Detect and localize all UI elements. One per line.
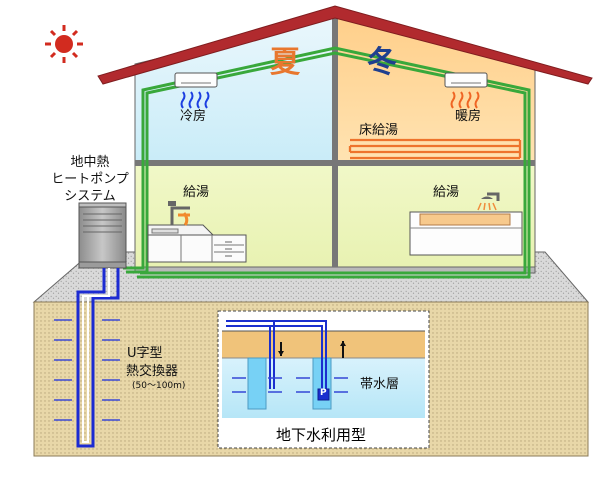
u-exchanger-line-2: 熱交換器 [126, 364, 179, 379]
floor-heating-label: 床給湯 [359, 123, 399, 138]
groundwater-type-label: 地下水利用型 [276, 426, 367, 444]
green-circulation-pipe [123, 46, 531, 279]
pump-mark: P [320, 388, 327, 398]
hot-water-right-label: 給湯 [433, 185, 460, 200]
heat-pump-unit-icon [78, 202, 127, 269]
hot-water-left-label: 給湯 [183, 185, 210, 200]
sun-icon [45, 25, 83, 63]
aquifer-label: 帯水層 [360, 377, 400, 392]
summer-label: 夏 [270, 45, 300, 80]
heat-pump-line-3: システム [64, 189, 116, 204]
kitchen-sink [147, 224, 247, 263]
cooling-label: 冷房 [180, 109, 207, 124]
shower-icon [477, 192, 500, 211]
heating-label: 暖房 [455, 109, 482, 124]
heat-pump-system-label: 地中熱 ヒートポンプ システム [40, 154, 140, 205]
u-tube-heat-exchanger [54, 268, 120, 448]
air-conditioner-icon [444, 72, 488, 109]
roof [97, 5, 593, 85]
floor-heating-pipe [348, 138, 522, 160]
faucet-icon [168, 201, 190, 226]
groundwater-box [217, 310, 430, 449]
heat-pump-line-1: 地中熱 [70, 155, 110, 170]
air-conditioner-icon [174, 72, 218, 109]
winter-label: 冬 [367, 45, 397, 80]
heat-pump-line-2: ヒートポンプ [51, 172, 129, 187]
bathtub-icon [409, 211, 523, 256]
u-exchanger-line-1: U字型 [127, 346, 163, 361]
u-exchanger-depth: (50～100m) [132, 381, 186, 391]
